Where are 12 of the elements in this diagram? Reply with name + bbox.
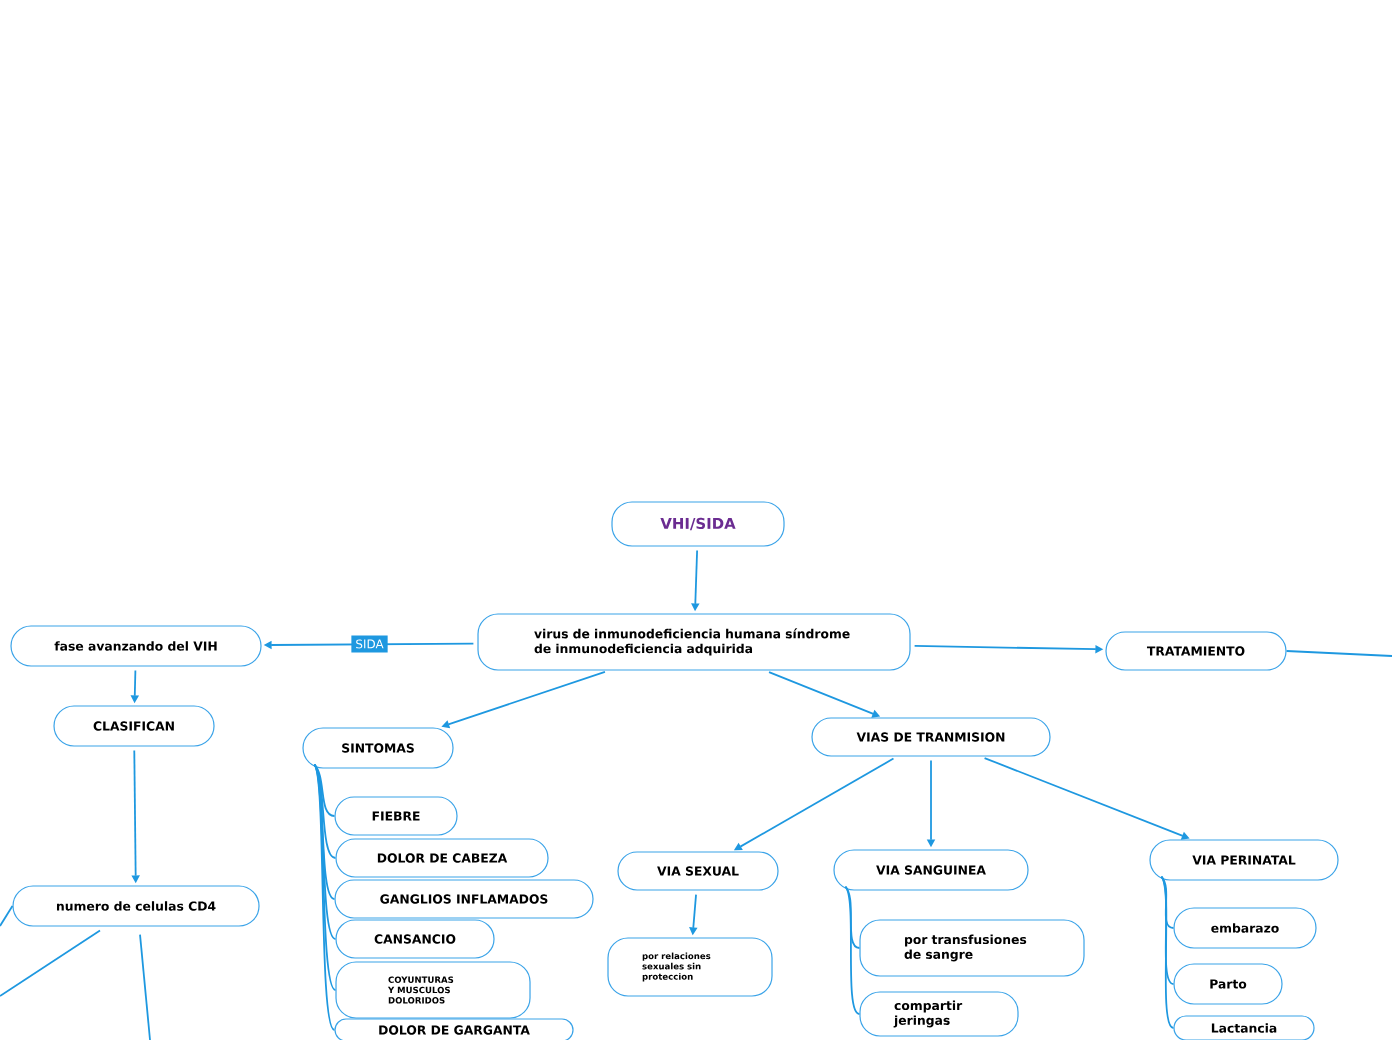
branch-line	[313, 763, 336, 1031]
branch-line	[844, 885, 861, 949]
connector-line	[0, 929, 101, 997]
branch-line	[313, 763, 337, 859]
branch-line	[1160, 875, 1175, 929]
branch-line	[313, 763, 336, 817]
branch-line	[1160, 875, 1175, 1029]
connector-line	[0, 905, 14, 927]
connector-line	[1285, 650, 1392, 657]
branch-line	[844, 885, 861, 1015]
connector-line	[139, 933, 151, 1040]
branch-line	[313, 763, 337, 940]
